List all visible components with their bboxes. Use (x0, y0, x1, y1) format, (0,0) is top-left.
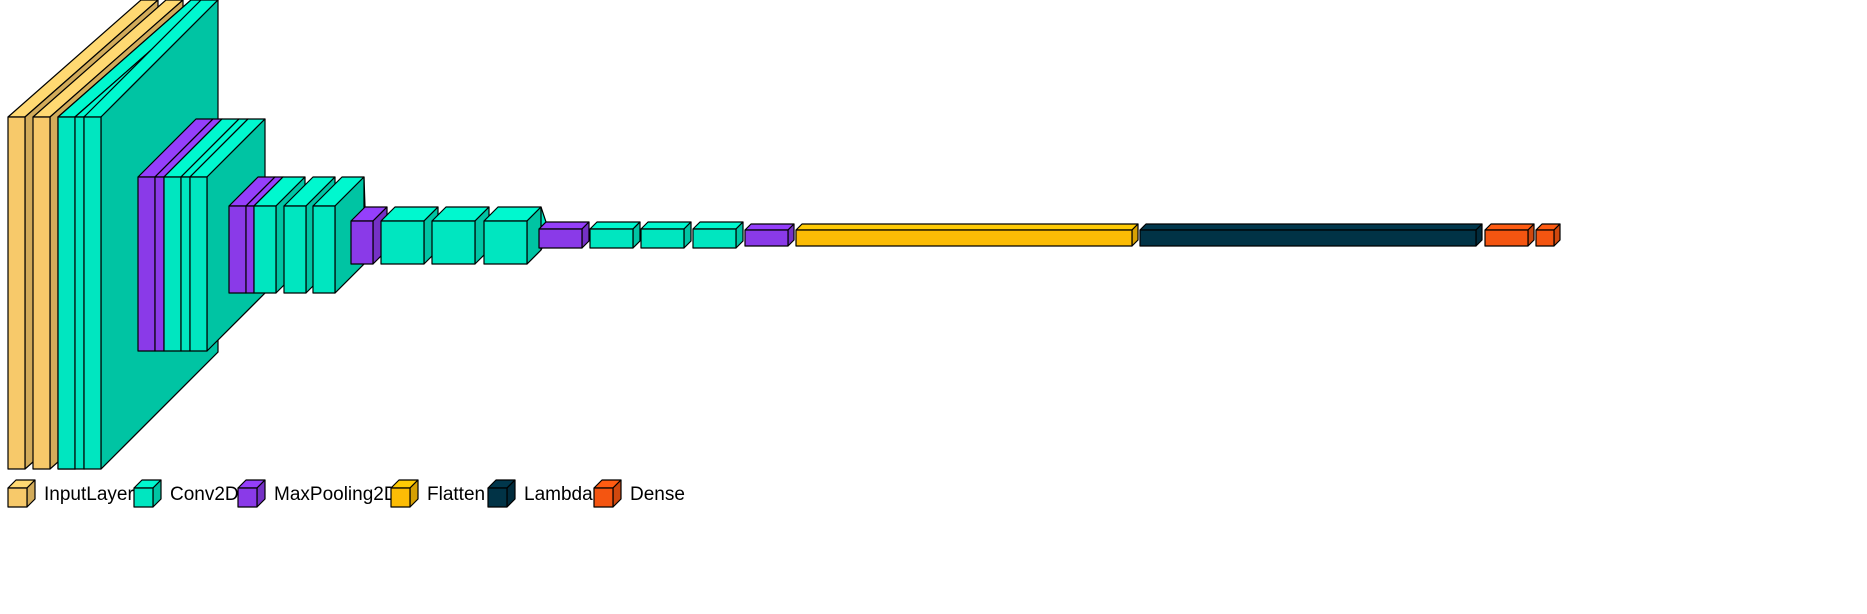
layer-flatten-25 (795, 223, 1139, 247)
legend-item-dense: Dense (593, 479, 685, 508)
layer-conv2d-22 (640, 221, 692, 249)
layer-blocks (7, 0, 1561, 470)
cube-icon (133, 479, 162, 508)
layer-lambda-26 (1139, 223, 1483, 247)
legend-label-dense: Dense (630, 484, 685, 505)
layer-conv2d-18 (431, 206, 490, 265)
legend-label-maxpooling2d: MaxPooling2D (274, 484, 398, 505)
cube-icon (487, 479, 516, 508)
legend-item-maxpooling2d: MaxPooling2D (237, 479, 398, 508)
cube-icon (237, 479, 266, 508)
layer-dense-27 (1484, 223, 1535, 247)
layer-maxpooling2d-24 (744, 223, 795, 247)
legend-label-lambda: Lambda (524, 484, 593, 505)
layer-conv2d-23 (692, 221, 744, 249)
legend-item-flatten: Flatten (390, 479, 485, 508)
layer-maxpooling2d-16 (350, 206, 388, 265)
layer-conv2d-19 (483, 206, 542, 265)
legend-item-inputlayer: InputLayer (7, 479, 134, 508)
layer-conv2d-17 (380, 206, 439, 265)
cube-icon (593, 479, 622, 508)
layer-conv2d-21 (589, 221, 641, 249)
legend: InputLayer Conv2D MaxPooling2D Flatten Lambd… (7, 479, 685, 508)
layer-dense-28 (1535, 223, 1561, 247)
layer-maxpooling2d-20 (538, 221, 590, 249)
legend-item-lambda: Lambda (487, 479, 593, 508)
legend-label-flatten: Flatten (427, 484, 485, 505)
cube-icon (7, 479, 36, 508)
legend-label-inputlayer: InputLayer (44, 484, 134, 505)
legend-item-conv2d: Conv2D (133, 479, 239, 508)
cube-icon (390, 479, 419, 508)
legend-label-conv2d: Conv2D (170, 484, 239, 505)
